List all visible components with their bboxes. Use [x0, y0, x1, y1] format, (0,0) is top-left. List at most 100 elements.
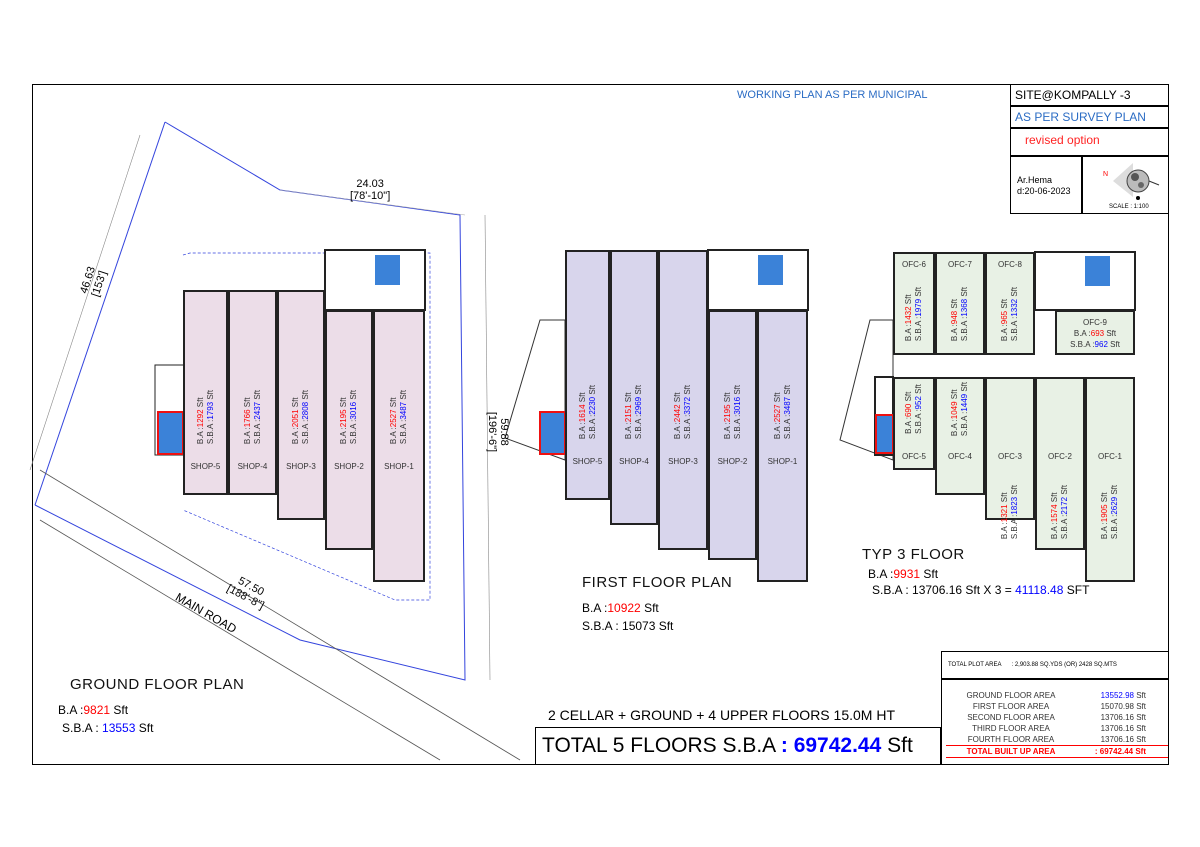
total-sba-unit: Sft	[887, 734, 913, 757]
unit-sba: 3016	[349, 401, 358, 420]
scale-label: SCALE : 1:100	[1109, 204, 1149, 210]
unit-name: OFC-9	[1083, 318, 1107, 327]
dimension-top-ft: [78'-10"]	[350, 190, 391, 202]
typ-ba-unit: Sft	[923, 567, 939, 581]
ground-ba-unit: Sft	[113, 703, 129, 717]
unit-name: SHOP-2	[334, 462, 364, 471]
unit-sba: 1793	[205, 401, 215, 420]
unit-shop-3: SHOP-3 B.A :2051 Sft S.B.A :2808 Sft	[277, 290, 325, 520]
plot-area-value: : 2,903.88 SQ.YDS (OR) 2428 SQ.MTS	[1011, 662, 1117, 668]
dimension-top: 24.03 [78'-10"]	[350, 178, 390, 202]
total-sba-value: 69742.44	[793, 734, 882, 757]
unit-sba: 1449	[960, 393, 969, 412]
area-row-value: 15070.98	[1100, 702, 1134, 711]
unit-name: OFC-5	[902, 452, 926, 461]
unit-ba: 1905	[1100, 504, 1109, 523]
ground-floor-block: GROUND FLOOR PLAN B.A :9821 Sft S.B.A : …	[58, 676, 244, 735]
unit-sba: 1368	[960, 298, 969, 317]
ground-sba-label: S.B.A :	[62, 721, 99, 735]
unit-ba: 1432	[904, 306, 913, 325]
unit-sba: 2969	[634, 396, 643, 415]
unit-sba: 2808	[301, 401, 310, 420]
unit-name: SHOP-5	[572, 457, 603, 466]
unit-shop-2: SHOP-2 B.A :2195 Sft S.B.A :3016 Sft	[708, 310, 757, 560]
area-row-label: GROUND FLOOR AREA	[966, 691, 1056, 700]
architect-block: Ar.Hema d:20-06-2023	[1010, 156, 1082, 214]
dimension-right-ft: [196'-6"]	[486, 411, 499, 453]
unit-ba: 2051	[291, 409, 300, 428]
area-row-unit: Sft	[1136, 691, 1146, 700]
unit-ofc-6: OFC-6 B.A :1432 Sft S.B.A :1979 Sft	[893, 252, 935, 355]
drawing-date: d:20-06-2023	[1017, 186, 1071, 196]
unit-sba: 2172	[1060, 496, 1069, 515]
unit-name: SHOP-1	[767, 457, 798, 466]
unit-ba: 1049	[950, 401, 959, 420]
unit-name: SHOP-2	[717, 457, 748, 466]
unit-ofc-7: OFC-7 B.A :948 Sft S.B.A :1368 Sft	[935, 252, 985, 355]
unit-name: OFC-4	[948, 452, 972, 461]
unit-ofc-2: OFC-2 B.A :1574 Sft S.B.A :2172 Sft	[1035, 377, 1085, 550]
area-summary-row: FIRST FLOOR AREA 15070.98 Sft	[946, 701, 1168, 712]
unit-ba: 1574	[1050, 504, 1059, 523]
unit-name: OFC-1	[1098, 452, 1122, 461]
unit-ba: 2195	[722, 404, 732, 423]
unit-sba: 3372	[683, 396, 692, 415]
area-summary-row: SECOND FLOOR AREA 13706.16 Sft	[946, 712, 1168, 723]
floors-note: 2 CELLAR + GROUND + 4 UPPER FLOORS 15.0M…	[548, 707, 895, 723]
unit-shop-4: SHOP-4 B.A :1766 Sft S.B.A :2437 Sft	[228, 290, 277, 495]
unit-name: OFC-6	[902, 260, 926, 269]
area-row-value: 13706.16	[1100, 724, 1134, 733]
typ-sba-unit: SFT	[1066, 583, 1090, 597]
typ-floor-title: TYP 3 FLOOR	[862, 546, 965, 563]
site-name: SITE@KOMPALLY -3	[1010, 84, 1169, 106]
unit-sba: 2437	[252, 401, 262, 420]
unit-sba: 2629	[1110, 496, 1119, 515]
unit-sba: 952	[914, 396, 923, 410]
typ-sba-value: 41118.48	[1015, 583, 1064, 597]
first-sba: S.B.A : 15073 Sft	[582, 619, 674, 633]
unit-ba: 690	[904, 403, 913, 418]
unit-sba: 3016	[732, 396, 742, 415]
unit-sba: 1823	[1010, 496, 1019, 515]
unit-name: OFC-3	[998, 452, 1022, 461]
area-row-value: 13706.16	[1100, 713, 1134, 722]
area-summary-row: FOURTH FLOOR AREA 13706.16 Sft	[946, 734, 1168, 745]
area-row-unit: Sft	[1136, 724, 1146, 733]
unit-ofc-4: OFC-4 B.A :1049 Sft S.B.A :1449 Sft	[935, 377, 985, 495]
total-built-up-label: TOTAL BUILT UP AREA	[966, 747, 1056, 756]
unit-ba: 948	[950, 310, 959, 325]
unit-ba: 2527	[772, 404, 782, 423]
unit-ba: 1766	[242, 409, 252, 428]
unit-shop-4: SHOP-4 B.A :2151 Sft S.B.A :2969 Sft	[610, 250, 658, 525]
unit-shop-1: SHOP-1 B.A :2527 Sft S.B.A :3487 Sft	[757, 310, 808, 582]
total-built-up-value: : 69742.44 Sft	[1094, 747, 1146, 756]
unit-sba: 962	[1094, 340, 1108, 349]
unit-sba: 2230	[587, 396, 597, 415]
north-label: N	[1103, 171, 1109, 178]
area-row-label: THIRD FLOOR AREA	[972, 724, 1050, 733]
area-row-label: SECOND FLOOR AREA	[967, 713, 1055, 722]
architect-name: Ar.Hema	[1017, 175, 1053, 185]
unit-sba: 3487	[399, 401, 408, 420]
dimension-right: 59.88 [196'-6"]	[486, 412, 510, 452]
total-sba-label: TOTAL 5 FLOORS S.B.A	[542, 734, 776, 757]
unit-ba: 2527	[389, 409, 398, 428]
unit-ofc-9: OFC-9 B.A :693 Sft S.B.A :962 Sft	[1055, 310, 1135, 355]
total-sba-box: TOTAL 5 FLOORS S.B.A : 69742.44 Sft	[535, 727, 941, 765]
unit-sba: 1332	[1010, 298, 1019, 317]
unit-shop-2: SHOP-2 B.A :2195 Sft S.B.A :3016 Sft	[325, 310, 373, 550]
working-plan-note: WORKING PLAN AS PER MUNICIPAL	[737, 89, 928, 101]
first-ba-label: B.A :	[582, 601, 608, 615]
unit-name: SHOP-4	[619, 457, 649, 466]
unit-name: SHOP-3	[668, 457, 698, 466]
typ-ba-label: B.A :	[868, 567, 894, 581]
ground-ba-label: B.A :	[58, 703, 84, 717]
unit-ofc-5: OFC-5 B.A :690 Sft S.B.A :952 Sft	[893, 377, 935, 470]
typ-ba-value: 9931	[893, 567, 921, 581]
survey-note: AS PER SURVEY PLAN	[1010, 106, 1169, 128]
unit-name: OFC-2	[1048, 452, 1072, 461]
area-row-unit: Sft	[1136, 702, 1146, 711]
total-built-up-row: TOTAL BUILT UP AREA : 69742.44 Sft	[946, 745, 1168, 758]
